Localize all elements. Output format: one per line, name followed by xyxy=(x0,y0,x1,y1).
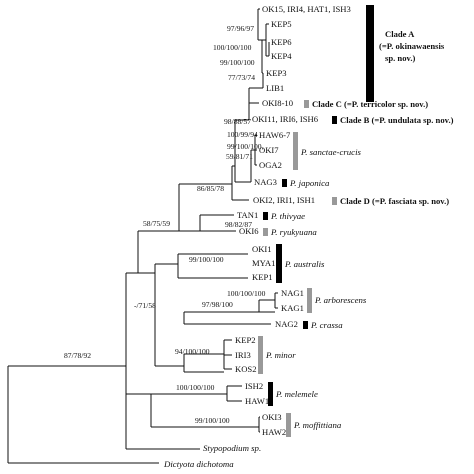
clade-b-marker xyxy=(332,116,337,124)
sanctae-crucis-bar xyxy=(293,132,298,170)
tip-label: OKI11, IRI6, ISH6 xyxy=(252,114,319,124)
tip-label: OKI8-10 xyxy=(262,98,293,108)
tip-label: KEP1 xyxy=(252,272,273,282)
support-value: 100/100/100 xyxy=(227,289,266,298)
support-value: 97/98/100 xyxy=(202,300,233,309)
arborescens-bar xyxy=(307,288,312,313)
clade-label: Clade B (=P. undulata sp. nov.) xyxy=(340,115,454,125)
support-value: 99/100/100 xyxy=(195,416,230,425)
tip-label: LIB1 xyxy=(266,83,284,93)
tip-label: IRI3 xyxy=(235,350,251,360)
clade-label: Clade D (=P. fasciata sp. nov.) xyxy=(340,196,449,206)
support-value: 87/78/92 xyxy=(64,351,91,360)
species-label: P. moffittiana xyxy=(293,420,342,430)
tip-label: Stypopodium sp. xyxy=(203,443,261,453)
clade-label: Clade A xyxy=(385,29,415,39)
australis-bar xyxy=(276,244,282,283)
tip-label: OKI1 xyxy=(252,244,272,254)
clade-label: sp. nov.) xyxy=(385,53,415,63)
tip-label: NAG1 xyxy=(281,288,304,298)
support-value: 100/99/94 xyxy=(227,130,258,139)
melemele-bar xyxy=(268,382,273,406)
clade-a-bar xyxy=(366,5,374,102)
tip-label: OKI7 xyxy=(259,145,279,155)
moffittiana-bar xyxy=(286,413,291,437)
support-value: 99/100/100, xyxy=(227,142,264,151)
tip-label: TAN1 xyxy=(237,210,258,220)
support-value: 98/82/87 xyxy=(225,220,252,229)
thivyae-marker xyxy=(263,212,268,220)
tip-label: OKI2, IRI1, ISH1 xyxy=(253,195,315,205)
species-label: P. japonica xyxy=(289,178,330,188)
tip-label: KEP2 xyxy=(235,335,256,345)
clade-c-marker xyxy=(304,100,309,108)
japonica-marker xyxy=(282,179,287,187)
tip-label: MYA1 xyxy=(252,258,275,268)
clade-labels: Clade A (=P. okinawaensis sp. nov.) Clad… xyxy=(265,29,454,430)
clade-label: (=P. okinawaensis xyxy=(379,41,445,51)
support-value: 100/100/100 xyxy=(213,43,252,52)
tip-label: KOS2 xyxy=(235,364,257,374)
clade-bars xyxy=(258,5,374,437)
crassa-marker xyxy=(303,321,308,329)
tip-label: KEP5 xyxy=(271,19,292,29)
tip-label: HAW6-7 xyxy=(259,130,291,140)
support-value: 100/100/100 xyxy=(176,383,215,392)
support-value: 86/85/78 xyxy=(197,184,224,193)
species-label: P. minor xyxy=(265,350,296,360)
species-label: P. australis xyxy=(284,259,325,269)
tip-label: KEP3 xyxy=(266,68,287,78)
tree-branches xyxy=(7,8,278,464)
support-value: 77/73/74 xyxy=(228,73,255,82)
tip-label: KAG1 xyxy=(281,303,304,313)
support-values: 97/96/97 100/100/100 99/100/100 77/73/74… xyxy=(64,24,266,425)
clade-label: Clade C (=P. terricolor sp. nov.) xyxy=(312,99,428,109)
tip-label: NAG2 xyxy=(275,319,298,329)
tip-label: KEP6 xyxy=(271,37,292,47)
species-label: P. ryukyuana xyxy=(270,227,317,237)
species-label: P. sanctae-crucis xyxy=(300,147,362,157)
tip-label: OGA2 xyxy=(259,160,282,170)
tip-label: HAW1 xyxy=(245,396,269,406)
tip-label: HAW2 xyxy=(262,427,286,437)
tip-label: Dictyota dichotoma xyxy=(163,459,234,469)
support-value: 99/100/100 xyxy=(220,58,255,67)
support-value: 58/75/59 xyxy=(143,219,170,228)
taxon-labels: OK15, IRI4, HAT1, ISH3 KEP5 KEP6 KEP4 KE… xyxy=(163,4,351,469)
tip-label: OKI3 xyxy=(262,412,282,422)
species-label: P. thivyae xyxy=(270,211,305,221)
clade-d-marker xyxy=(332,197,337,205)
species-label: P. arborescens xyxy=(314,295,367,305)
tip-label: NAG3 xyxy=(254,177,277,187)
minor-bar xyxy=(258,336,263,374)
support-value: 94/100/100 xyxy=(175,347,210,356)
species-label: P. melemele xyxy=(275,389,318,399)
tip-label: OK15, IRI4, HAT1, ISH3 xyxy=(262,4,351,14)
support-value: 97/96/97 xyxy=(227,24,254,33)
support-value: -/71/58 xyxy=(134,301,156,310)
support-value: 98/88/57 xyxy=(224,117,251,126)
tip-label: OKI6 xyxy=(239,226,259,236)
tip-label: KEP4 xyxy=(271,51,292,61)
support-value: 59/81/71 xyxy=(226,152,253,161)
support-value: 99/100/100 xyxy=(189,255,224,264)
species-label: P. crassa xyxy=(310,320,343,330)
tip-label: ISH2 xyxy=(245,381,263,391)
ryukyuana-marker xyxy=(263,228,268,236)
